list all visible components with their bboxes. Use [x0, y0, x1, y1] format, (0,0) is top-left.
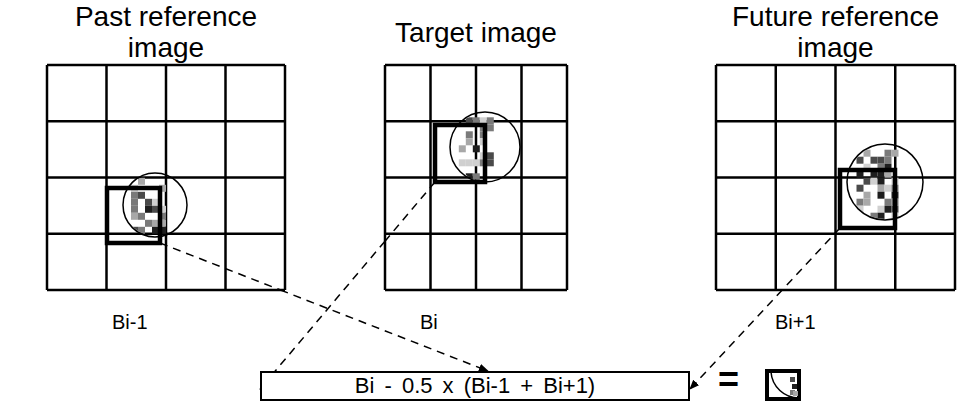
grid-line — [224, 65, 227, 290]
pixel — [487, 159, 494, 166]
pixel — [857, 157, 864, 164]
block-label: Bi-1 — [112, 310, 148, 334]
grid-line — [566, 65, 569, 290]
pixel — [885, 206, 892, 213]
pixel — [145, 220, 152, 227]
formula-text: Bi - 0.5 x (Bi-1 + Bi+1) — [355, 373, 595, 399]
pixel — [138, 178, 145, 185]
block-grid — [385, 65, 567, 290]
pixel — [131, 213, 138, 220]
prediction-arrow — [280, 290, 487, 371]
image-heading: Future reference image — [716, 2, 956, 62]
image-node: Past reference imageBi-1 — [47, 65, 285, 290]
block-grid — [716, 65, 955, 290]
image-node: Target imageBi — [385, 65, 567, 290]
grid-line — [47, 176, 285, 179]
pixel — [138, 192, 145, 199]
pixel — [131, 192, 138, 199]
dashed-line-inner — [160, 243, 280, 290]
result-block — [767, 371, 799, 399]
dashed-line-inner — [782, 228, 840, 290]
pixel — [885, 199, 892, 206]
equals-sign: = — [718, 362, 739, 398]
pixel — [871, 178, 878, 185]
pixel — [871, 157, 878, 164]
grid-line — [385, 233, 567, 236]
pixel — [878, 178, 885, 185]
grid-line — [284, 65, 287, 290]
pixel — [790, 377, 795, 382]
pixel — [466, 138, 473, 145]
pixel — [878, 192, 885, 199]
matched-block — [840, 170, 895, 228]
image-node: Future reference imageBi+1 — [716, 65, 955, 290]
pixel — [892, 150, 899, 157]
matched-block — [435, 125, 485, 182]
pixel-pattern — [857, 150, 899, 220]
pixel — [138, 213, 145, 220]
pixel — [145, 199, 152, 206]
pixel — [878, 157, 885, 164]
pixel — [864, 192, 871, 199]
residual-arc — [771, 372, 799, 398]
pixel — [885, 157, 892, 164]
image-heading: Past reference image — [46, 2, 286, 62]
grid-line — [716, 176, 955, 179]
pixel — [878, 213, 885, 220]
dashed-line-inner — [385, 182, 435, 241]
object-circle — [123, 173, 187, 237]
pixel — [487, 152, 494, 159]
grid-line — [954, 65, 957, 290]
prediction-arrow — [260, 241, 385, 389]
pixel — [857, 199, 864, 206]
object-circle — [847, 144, 923, 220]
pixel — [487, 117, 494, 124]
pixel — [864, 199, 871, 206]
pixel — [473, 173, 480, 180]
pixel — [473, 145, 480, 152]
grid-line — [716, 289, 955, 292]
block-label: Bi+1 — [775, 310, 816, 334]
grid-line — [385, 289, 567, 292]
pixel — [487, 124, 494, 131]
pixel — [473, 159, 480, 166]
block-label: Bi — [420, 310, 438, 334]
pixel — [857, 185, 864, 192]
pixel — [792, 384, 797, 389]
image-heading: Target image — [356, 2, 596, 62]
matched-block — [107, 188, 160, 243]
pixel — [878, 185, 885, 192]
pixel — [131, 206, 138, 213]
pixel — [131, 199, 138, 206]
pixel — [459, 159, 466, 166]
pixel — [885, 185, 892, 192]
block-grid — [47, 65, 285, 290]
grid-line — [47, 289, 285, 292]
pixel — [466, 159, 473, 166]
grid-line — [520, 65, 523, 290]
pixel — [145, 206, 152, 213]
pixel — [864, 178, 871, 185]
pixel — [459, 145, 466, 152]
pixel — [878, 206, 885, 213]
formula-box: Bi - 0.5 x (Bi-1 + Bi+1) — [260, 371, 690, 401]
pixel — [793, 391, 798, 396]
pixel — [466, 131, 473, 138]
pixel — [885, 150, 892, 157]
